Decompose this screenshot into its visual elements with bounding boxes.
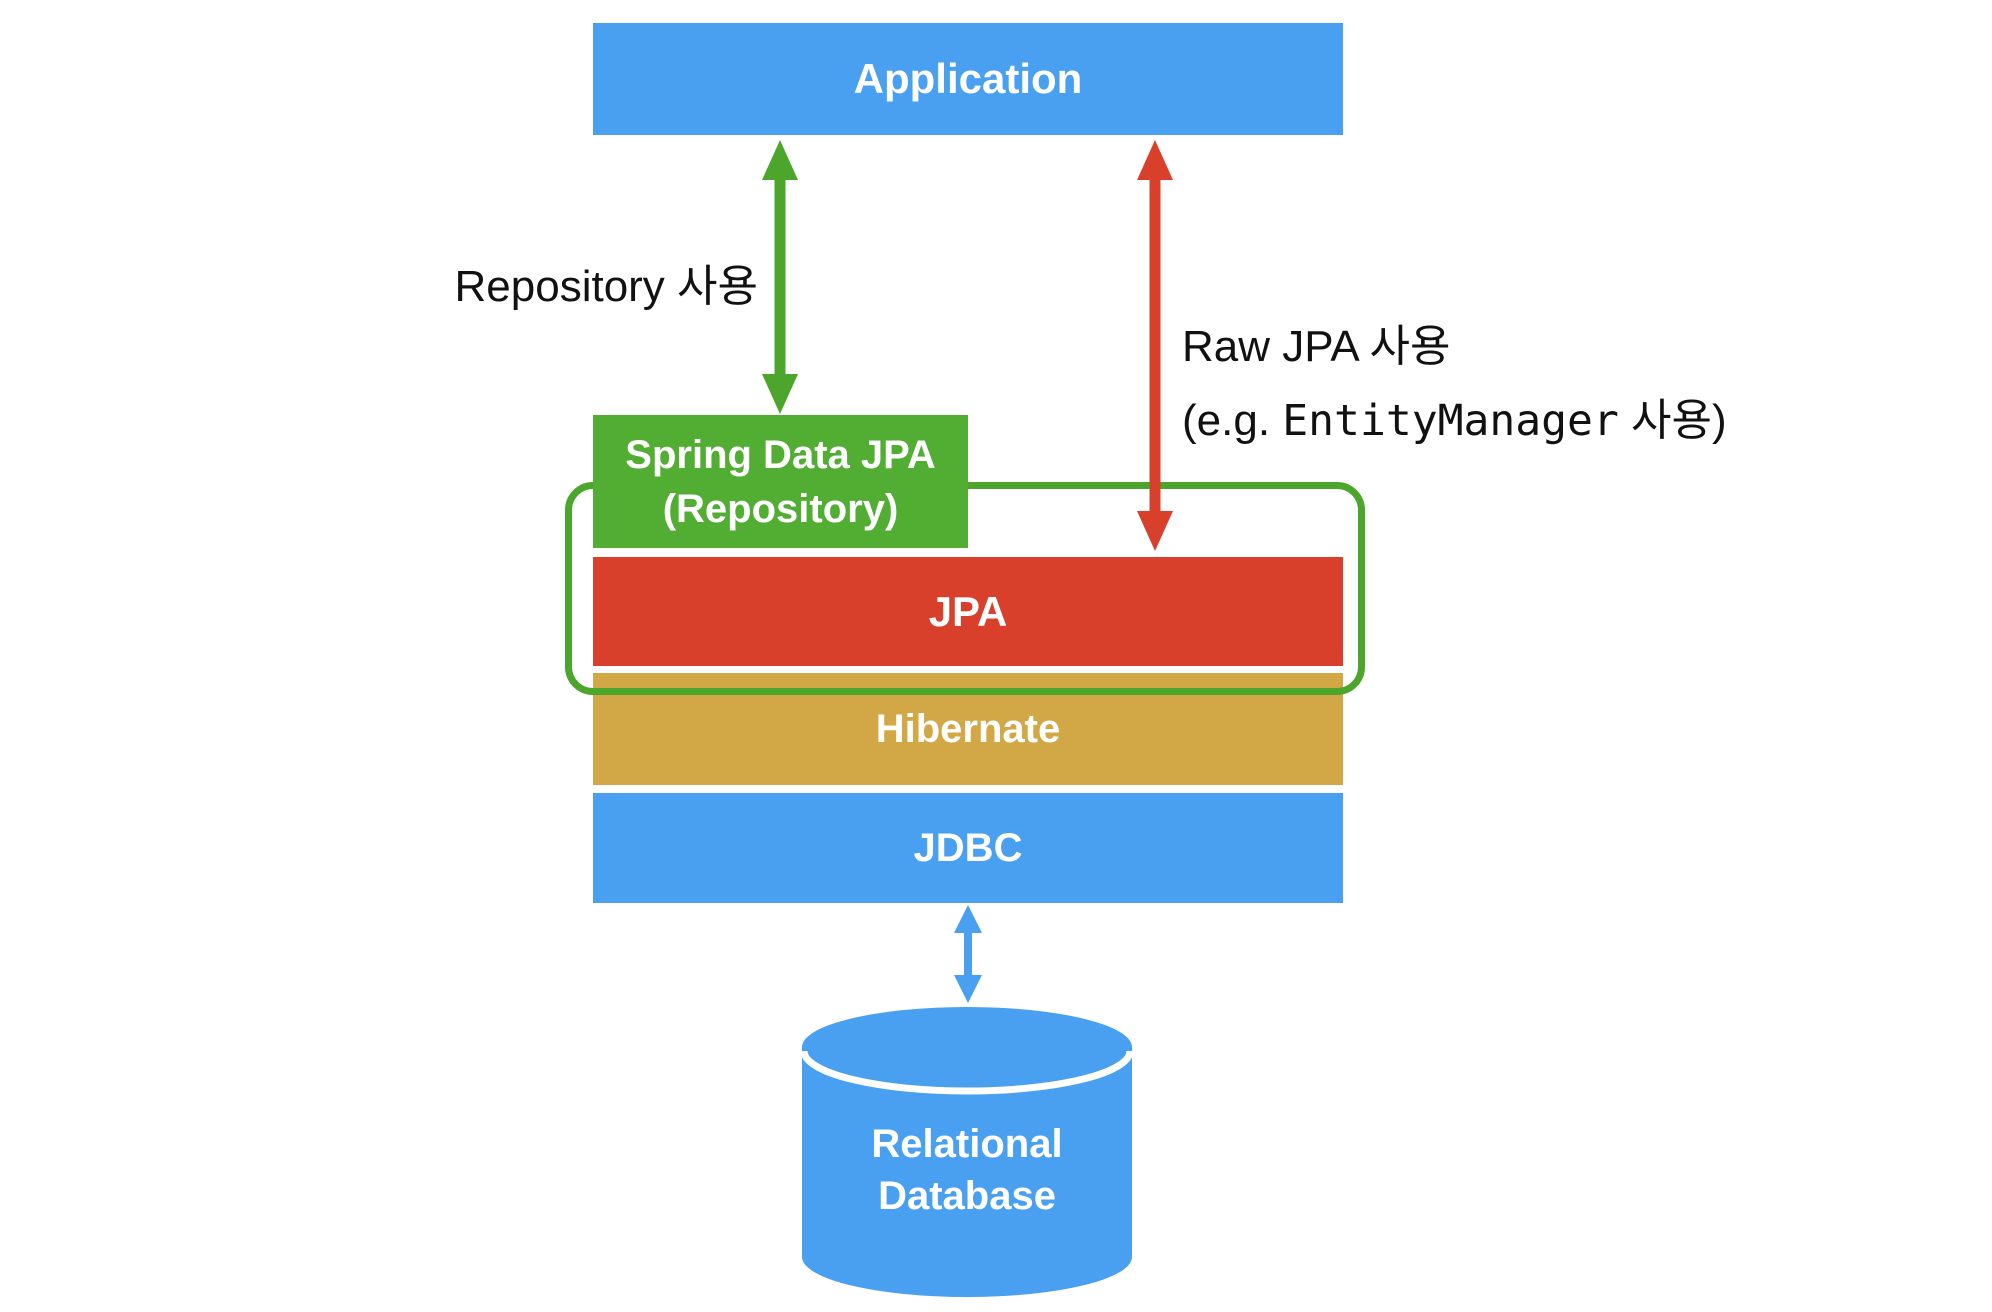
application-box: Application bbox=[593, 23, 1343, 135]
raw-jpa-detail-prefix: (e.g. bbox=[1182, 396, 1283, 445]
database-cylinder-icon bbox=[802, 1007, 1132, 1297]
raw-jpa-detail-suffix: 사용) bbox=[1618, 396, 1727, 445]
database-label: Relational Database bbox=[802, 1118, 1132, 1222]
jdbc-box: JDBC bbox=[593, 793, 1343, 903]
hibernate-label: Hibernate bbox=[875, 706, 1061, 751]
spring-data-jpa-label-line1: Spring Data JPA bbox=[625, 432, 936, 477]
repository-usage-label: Repository 사용 bbox=[454, 262, 759, 311]
raw-jpa-usage-label: Raw JPA 사용 bbox=[1182, 322, 1451, 371]
spring-data-jpa-label-line2: (Repository) bbox=[662, 486, 899, 531]
jpa-box: JPA bbox=[593, 557, 1343, 666]
raw-jpa-usage-arrow-icon bbox=[1137, 140, 1173, 551]
database-label-line1: Relational bbox=[871, 1122, 1063, 1166]
jdbc-database-arrow-icon bbox=[954, 905, 982, 1003]
jpa-label: JPA bbox=[928, 587, 1008, 635]
jdbc-label: JDBC bbox=[913, 825, 1023, 870]
database-label-line2: Database bbox=[878, 1174, 1056, 1218]
entitymanager-code-text: EntityManager bbox=[1282, 396, 1619, 446]
spring-data-jpa-box: Spring Data JPA (Repository) bbox=[593, 415, 968, 548]
raw-jpa-usage-detail: (e.g. EntityManager 사용) bbox=[1182, 384, 1727, 448]
application-label: Application bbox=[853, 55, 1083, 102]
repository-usage-arrow-icon bbox=[762, 140, 798, 414]
